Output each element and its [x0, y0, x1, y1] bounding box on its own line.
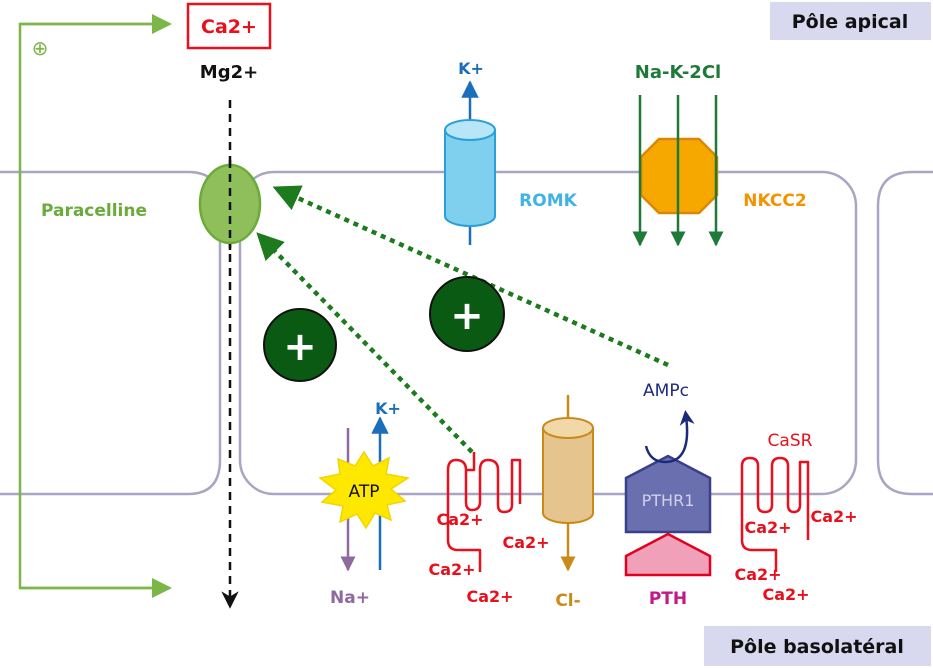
ca-labels-right: Ca2+ Ca2+ Ca2+ Ca2+	[734, 507, 857, 604]
nkcc2-cotransporter	[632, 95, 724, 247]
pth-hormone	[624, 532, 712, 577]
ca-label-right-1: Ca2+	[744, 518, 791, 537]
pole-basolateral-label: Pôle basolatéral	[704, 626, 931, 666]
ca-label-right-4: Ca2+	[762, 585, 809, 604]
nkcc2-label: NKCC2	[743, 191, 806, 211]
plus-circle-left-text: +	[283, 324, 317, 370]
plus-circle-center-text: +	[450, 293, 484, 339]
ampc-label: AMPc	[643, 381, 689, 401]
cl-label: Cl-	[555, 591, 580, 611]
romk-channel	[444, 80, 496, 245]
pole-apical-label: Pôle apical	[770, 2, 931, 40]
k-top-label: K+	[458, 59, 484, 78]
ca-box	[186, 2, 272, 50]
ca-box-label: Ca2+	[201, 16, 257, 38]
ca-feedback-arrows	[18, 14, 172, 598]
ca-labels-left: Ca2+ Ca2+ Ca2+ Ca2+	[428, 510, 549, 606]
ca-label-left-4: Ca2+	[466, 587, 513, 606]
mg-label: Mg2+	[200, 62, 258, 83]
na-k-atpase	[318, 416, 410, 572]
cl-channel	[542, 395, 594, 572]
na-label: Na+	[330, 588, 370, 608]
plus-circle-left: +	[263, 308, 337, 382]
ampc-arrow	[644, 410, 695, 464]
casr-right-receptor	[740, 456, 810, 572]
casr-left-receptor	[446, 452, 522, 572]
atp-label: ATP	[349, 482, 380, 502]
ca-label-right-2: Ca2+	[810, 507, 857, 526]
paracelline-label: Paracelline	[41, 201, 147, 221]
plus-small-icon: ⊕	[32, 36, 49, 60]
ca-label-left-1: Ca2+	[436, 510, 483, 529]
left-cell-membrane	[0, 170, 222, 496]
nak2cl-label: Na-K-2Cl	[635, 62, 721, 83]
pole-apical-text: Pôle apical	[792, 11, 909, 33]
pth-label: PTH	[649, 589, 687, 609]
k-bottom-label: K+	[375, 399, 401, 418]
ca-label-right-3: Ca2+	[734, 565, 781, 584]
pole-basolateral-text: Pôle basolatéral	[730, 636, 904, 658]
pthr1-receptor	[624, 454, 712, 577]
atp-star-icon	[318, 450, 410, 530]
right-cell-membrane	[876, 170, 933, 496]
casr-label: CaSR	[768, 431, 813, 451]
ca-label-left-2: Ca2+	[502, 533, 549, 552]
pthr1-label: PTHR1	[642, 491, 695, 510]
plus-circle-center: +	[429, 276, 505, 352]
ca-label-left-3: Ca2+	[428, 560, 475, 579]
romk-label: ROMK	[519, 191, 577, 211]
